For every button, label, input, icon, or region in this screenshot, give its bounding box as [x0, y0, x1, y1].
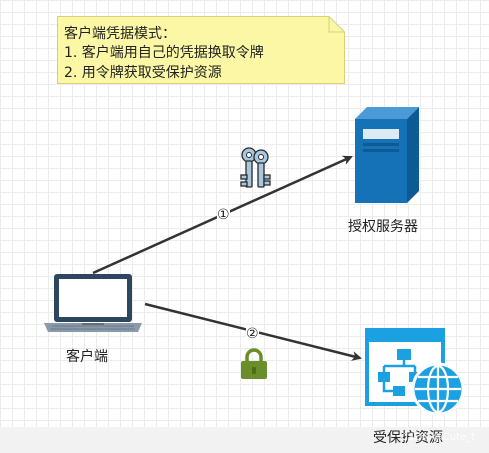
- web-resource-icon: [365, 328, 465, 416]
- server-icon: [355, 107, 419, 203]
- edge-marker-2: ②: [246, 326, 259, 342]
- resource-label: 受保护资源: [373, 430, 443, 446]
- bottom-strip: [0, 427, 489, 453]
- note-item-2: 2. 用令牌获取受保护资源: [64, 65, 222, 81]
- edge-marker-1: ①: [217, 207, 230, 223]
- auth-server-label: 授权服务器: [348, 219, 418, 235]
- client-label: 客户端: [66, 349, 108, 365]
- note-title: 客户端凭据模式：: [64, 26, 176, 42]
- padlock-icon: [241, 348, 267, 379]
- watermark-text: CSDN @Cute_t: [400, 432, 475, 443]
- note-shape: [57, 16, 345, 84]
- laptop-icon: [44, 274, 142, 332]
- note-box: 客户端凭据模式： 1. 客户端用自己的凭据换取令牌 2. 用令牌获取受保护资源: [57, 16, 345, 84]
- keys-icon: [240, 147, 271, 188]
- note-item-1: 1. 客户端用自己的凭据换取令牌: [64, 45, 264, 61]
